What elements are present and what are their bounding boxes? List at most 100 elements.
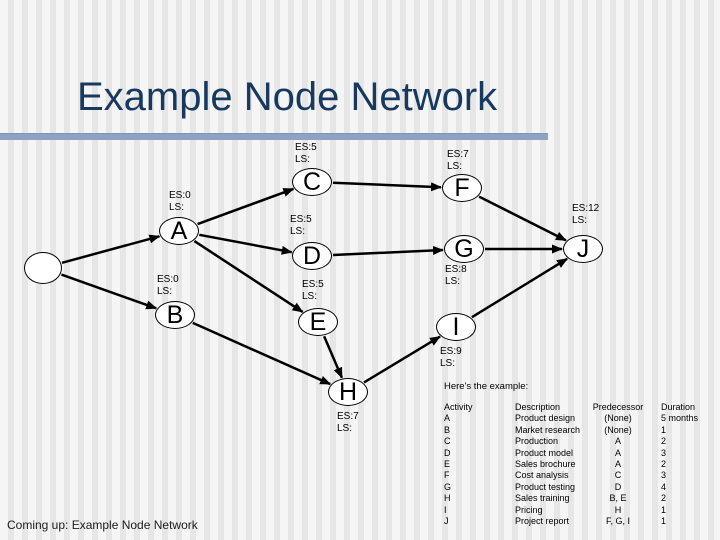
es-value-C: ES:5 [295, 142, 317, 153]
table-intro: Here's the example: [444, 381, 529, 392]
node-A: A [159, 217, 199, 245]
node-H: H [328, 378, 368, 406]
cell-activity: G [444, 481, 452, 492]
cell-description: Cost analysis [515, 470, 569, 481]
ls-value-I: LS: [440, 357, 456, 369]
ls-value-A: LS: [169, 201, 185, 213]
start-node [24, 252, 62, 284]
cell-description: Sales brochure [515, 458, 576, 469]
node-C: C [292, 168, 332, 196]
edge-start-A [61, 234, 161, 265]
node-letter-I: I [452, 312, 460, 341]
cell-description: Product design [515, 413, 576, 424]
cell-activity: D [444, 447, 451, 458]
node-letter-B: B [166, 300, 184, 329]
cell-predecessor: (None) [604, 424, 632, 435]
node-letter-A: A [170, 216, 188, 245]
es-value-E: ES:5 [302, 279, 324, 290]
cell-activity: A [444, 413, 451, 424]
header-duration: Duration [661, 402, 696, 412]
cell-activity: B [444, 424, 451, 435]
ls-value-E: LS: [302, 290, 318, 302]
node-E: E [298, 308, 338, 336]
es-value-J: ES:12 [572, 203, 600, 214]
es-value-G: ES:8 [445, 264, 467, 275]
es-value-D: ES:5 [290, 214, 312, 225]
header-description: Description [515, 402, 561, 412]
node-F: F [442, 174, 482, 202]
table-row: D Product model A 3 [444, 448, 716, 459]
edge-A-E [193, 240, 304, 313]
cell-predecessor: (None) [604, 413, 632, 424]
node-I: I [436, 313, 476, 341]
table-row: A Product design (None) 5 months [444, 413, 716, 424]
cell-description: Product model [515, 447, 574, 458]
cell-predecessor: F, G, I [605, 515, 630, 526]
node-letter-J: J [576, 234, 590, 263]
cell-activity: I [444, 504, 447, 515]
cell-duration: 2 [661, 436, 667, 447]
edge-H-I [363, 335, 441, 384]
cell-predecessor: H [614, 504, 622, 515]
edge-A-D [199, 233, 293, 255]
cell-duration: 1 [661, 504, 667, 515]
node-G: G [444, 235, 484, 263]
edge-B-H [192, 321, 332, 386]
table-header-row: Activity Description Predecessor Duration [444, 402, 716, 413]
node-D: D [292, 242, 332, 270]
cell-activity: E [444, 458, 451, 469]
cell-description: Production [515, 436, 559, 447]
cell-duration: 3 [661, 447, 667, 458]
node-letter-H: H [338, 377, 358, 406]
node-letter-G: G [454, 234, 474, 263]
cell-description: Pricing [515, 504, 543, 515]
slide-title: Example Node Network [77, 75, 498, 119]
ls-value-F: LS: [447, 160, 463, 172]
ls-value-H: LS: [337, 422, 353, 434]
cell-activity: F [444, 470, 450, 481]
ls-value-D: LS: [290, 225, 306, 237]
edge-start-B [60, 273, 158, 310]
ls-value-B: LS: [157, 285, 173, 297]
edge-A-C [197, 187, 295, 226]
cell-predecessor: A [614, 458, 621, 469]
cell-description: Market research [515, 424, 581, 435]
edge-E-H [322, 335, 344, 379]
cell-activity: H [444, 493, 451, 504]
cell-predecessor: A [614, 447, 621, 458]
cell-duration: 5 months [661, 413, 699, 424]
edge-D-G [332, 245, 444, 257]
header-activity: Activity [444, 402, 473, 412]
node-letter-F: F [454, 173, 470, 202]
cell-duration: 4 [661, 481, 667, 492]
cell-duration: 1 [661, 424, 667, 435]
edge-F-J [478, 195, 567, 242]
node-letter-D: D [302, 241, 322, 270]
ls-value-G: LS: [445, 275, 461, 287]
node-B: B [155, 301, 195, 329]
es-value-A: ES:0 [169, 190, 191, 201]
cell-activity: J [444, 515, 449, 526]
es-value-B: ES:0 [157, 274, 179, 285]
es-value-H: ES:7 [337, 411, 359, 422]
header-predecessor: Predecessor [592, 402, 644, 412]
cell-duration: 2 [661, 458, 667, 469]
cell-duration: 1 [661, 515, 667, 526]
title-underline-rule [0, 133, 548, 140]
node-letter-C: C [302, 167, 322, 196]
cell-duration: 3 [661, 470, 667, 481]
coming-up-footer: Coming up: Example Node Network [7, 518, 198, 532]
